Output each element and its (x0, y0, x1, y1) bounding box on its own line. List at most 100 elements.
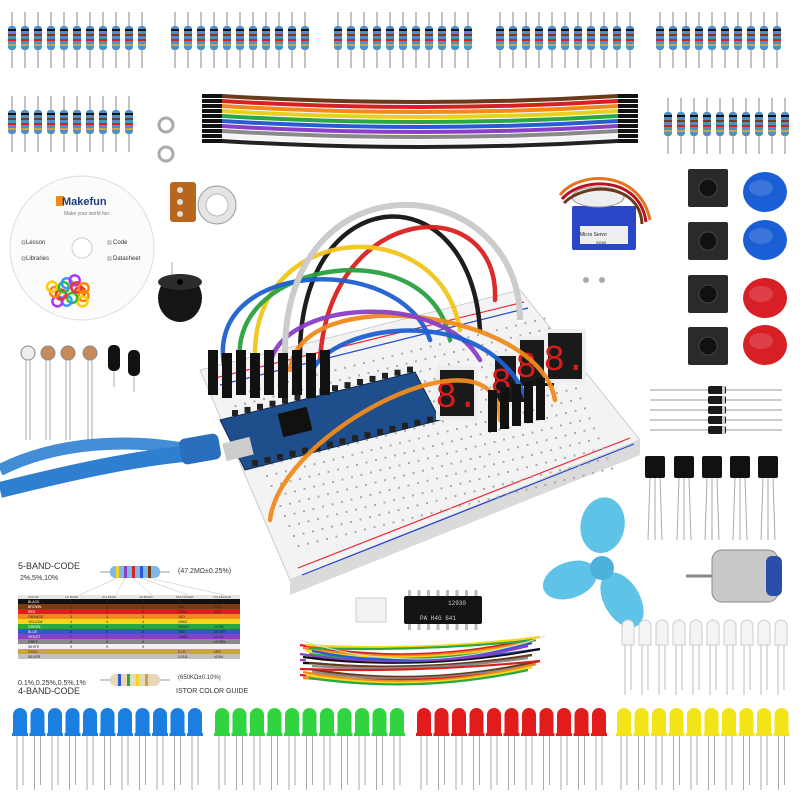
connector-icon (202, 109, 222, 113)
table-cell: 1 (70, 605, 72, 609)
transistor-icon (645, 456, 665, 541)
led-icon (591, 708, 607, 790)
table-cell: RED (28, 610, 36, 614)
diodes (650, 386, 782, 434)
table-cell: 1Ω (178, 600, 183, 604)
connector-icon (500, 387, 509, 429)
table-cell: 0.01Ω (178, 655, 188, 659)
seven-segment-group: 8.8.8.8. (435, 329, 587, 420)
table-cell: ±1% (214, 605, 221, 609)
resistor-icon (8, 12, 16, 68)
ic-chip-icon (404, 590, 482, 630)
table-cell: VIOLET (28, 635, 41, 639)
connector-icon (202, 99, 222, 103)
button-cap-icon (743, 172, 787, 212)
buzzer-icon (158, 262, 202, 322)
connector-icon (618, 99, 638, 103)
led-icon (371, 708, 388, 790)
resistor-icon (47, 96, 55, 152)
table-cell: 0.1Ω (178, 650, 186, 654)
led-icon (82, 708, 98, 790)
led-icon (774, 619, 788, 695)
table-cell: 6 (106, 630, 108, 634)
gear-icon (68, 274, 81, 287)
resistor-icon (561, 12, 569, 68)
washer-icon (157, 116, 175, 134)
cd-item-lesson: Lesson (26, 240, 46, 246)
connector-icon (306, 353, 316, 398)
button-cap-icon (743, 325, 787, 365)
table-cell: ±10% (214, 655, 223, 659)
table-cell: 2 (142, 610, 144, 614)
resistor-bank-2 (171, 12, 309, 68)
led-row-green (214, 708, 405, 790)
led-icon (336, 708, 353, 790)
resistor-icon (386, 12, 394, 68)
guide-5band-tolerance: 2%,5%,10% (20, 575, 59, 582)
resistor-icon (464, 12, 472, 68)
connector-icon (202, 119, 222, 123)
led-icon (616, 708, 632, 790)
led-icon (433, 708, 450, 790)
table-row (18, 599, 240, 604)
guide-5band-title: 5-BAND-CODE (18, 561, 81, 571)
cd-tagline: Make your world fun (64, 211, 110, 217)
led-icon (573, 708, 590, 790)
resistor-icon (509, 12, 517, 68)
resistor-icon (47, 12, 55, 68)
checkbox-icon (107, 256, 112, 261)
servo-wire-icon (560, 182, 648, 223)
usb-plug-icon (178, 433, 222, 465)
resistor-icon (112, 96, 120, 152)
checkbox-icon (21, 256, 26, 261)
table-cell: ±0.5% (214, 625, 224, 629)
table-row (18, 654, 240, 659)
led-icon (389, 708, 405, 790)
ir-receiver-icon (108, 345, 120, 387)
resistor-icon (112, 12, 120, 68)
led-row-yellow (616, 708, 790, 790)
resistor-icon (703, 98, 711, 154)
diode-icon (650, 406, 782, 414)
resistor-icon (721, 12, 729, 68)
gear-icon (77, 289, 90, 303)
led-icon (354, 708, 370, 790)
resistor-icon (425, 12, 433, 68)
ic-code: 12930 (448, 600, 467, 607)
jumper-wire-icon (297, 214, 483, 358)
checkbox-icon (21, 240, 26, 245)
servo-wire-icon (562, 187, 644, 225)
servo-wire-icon (558, 177, 652, 221)
resistor-icon (360, 12, 368, 68)
gear-icon (45, 280, 59, 293)
resistor-icon (73, 96, 81, 152)
table-cell: 3 (142, 615, 144, 619)
resistor-icon (664, 98, 672, 154)
table-cell: 9 (142, 645, 144, 649)
cd-item-code: Code (113, 240, 128, 246)
resistor-bank-6 (8, 96, 133, 152)
diode-icon (650, 426, 782, 434)
table-cell: 1 (106, 605, 108, 609)
resistor-icon (86, 12, 94, 68)
resistor-icon (34, 12, 42, 68)
table-header: TOLERANCE (213, 595, 231, 599)
push-button-icon (688, 275, 728, 313)
resistor-icon (412, 12, 420, 68)
table-cell: GREEN (28, 625, 41, 629)
resistor-icon (288, 12, 296, 68)
table-cell: 1 (142, 605, 144, 609)
resistor-icon (600, 12, 608, 68)
wire-outline (281, 201, 523, 361)
cd-brand: Makefun (62, 196, 107, 208)
connector-icon (524, 381, 533, 423)
resistor-bank-3 (334, 12, 472, 68)
resistor-icon (574, 12, 582, 68)
resistor-icon (100, 566, 170, 578)
table-cell: 2 (106, 610, 108, 614)
connector-icon (292, 350, 302, 395)
table-cell: BLACK (28, 600, 40, 604)
led-icon (686, 708, 702, 790)
led-icon (738, 708, 755, 790)
resistor-icon (626, 12, 634, 68)
